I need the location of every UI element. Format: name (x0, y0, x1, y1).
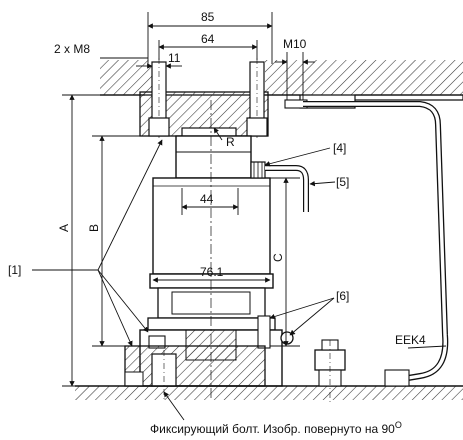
height-b-label: B (87, 224, 101, 232)
dim-76-label: 76.1 (200, 265, 224, 279)
height-a-label: A (57, 224, 71, 232)
radius-label: R (226, 135, 235, 149)
floor-stud (314, 339, 346, 404)
dim-85-label: 85 (201, 10, 215, 24)
dim-64-label: 64 (201, 32, 215, 46)
ref-5-label: [5] (336, 175, 349, 189)
dim-44-label: 44 (200, 192, 214, 206)
bolts-label: 2 x M8 (54, 42, 90, 56)
ref-6-label: [6] (336, 289, 349, 303)
dim-11-label: 11 (168, 51, 181, 65)
reference-leaders (32, 139, 447, 421)
load-cell-head (175, 127, 252, 179)
height-c-label: C (271, 253, 285, 262)
ref-1-label: [1] (8, 263, 21, 277)
top-bolt-right (246, 58, 268, 138)
caption-main: Фиксирующий болт. Изобр. повернуто на 90 (150, 422, 395, 436)
top-bolt-left (148, 58, 170, 138)
load-cell-body (149, 177, 274, 319)
earth-cable (284, 99, 449, 387)
thread-m10-label: M10 (283, 37, 307, 51)
caption-degree: O (395, 420, 402, 430)
caption-text: Фиксирующий болт. Изобр. повернуто на 90… (150, 420, 402, 436)
dimension-lines (62, 12, 315, 387)
cable-eek4-label: EEK4 (395, 333, 426, 347)
cable-gland (250, 161, 309, 212)
ref-4-label: [4] (333, 141, 346, 155)
